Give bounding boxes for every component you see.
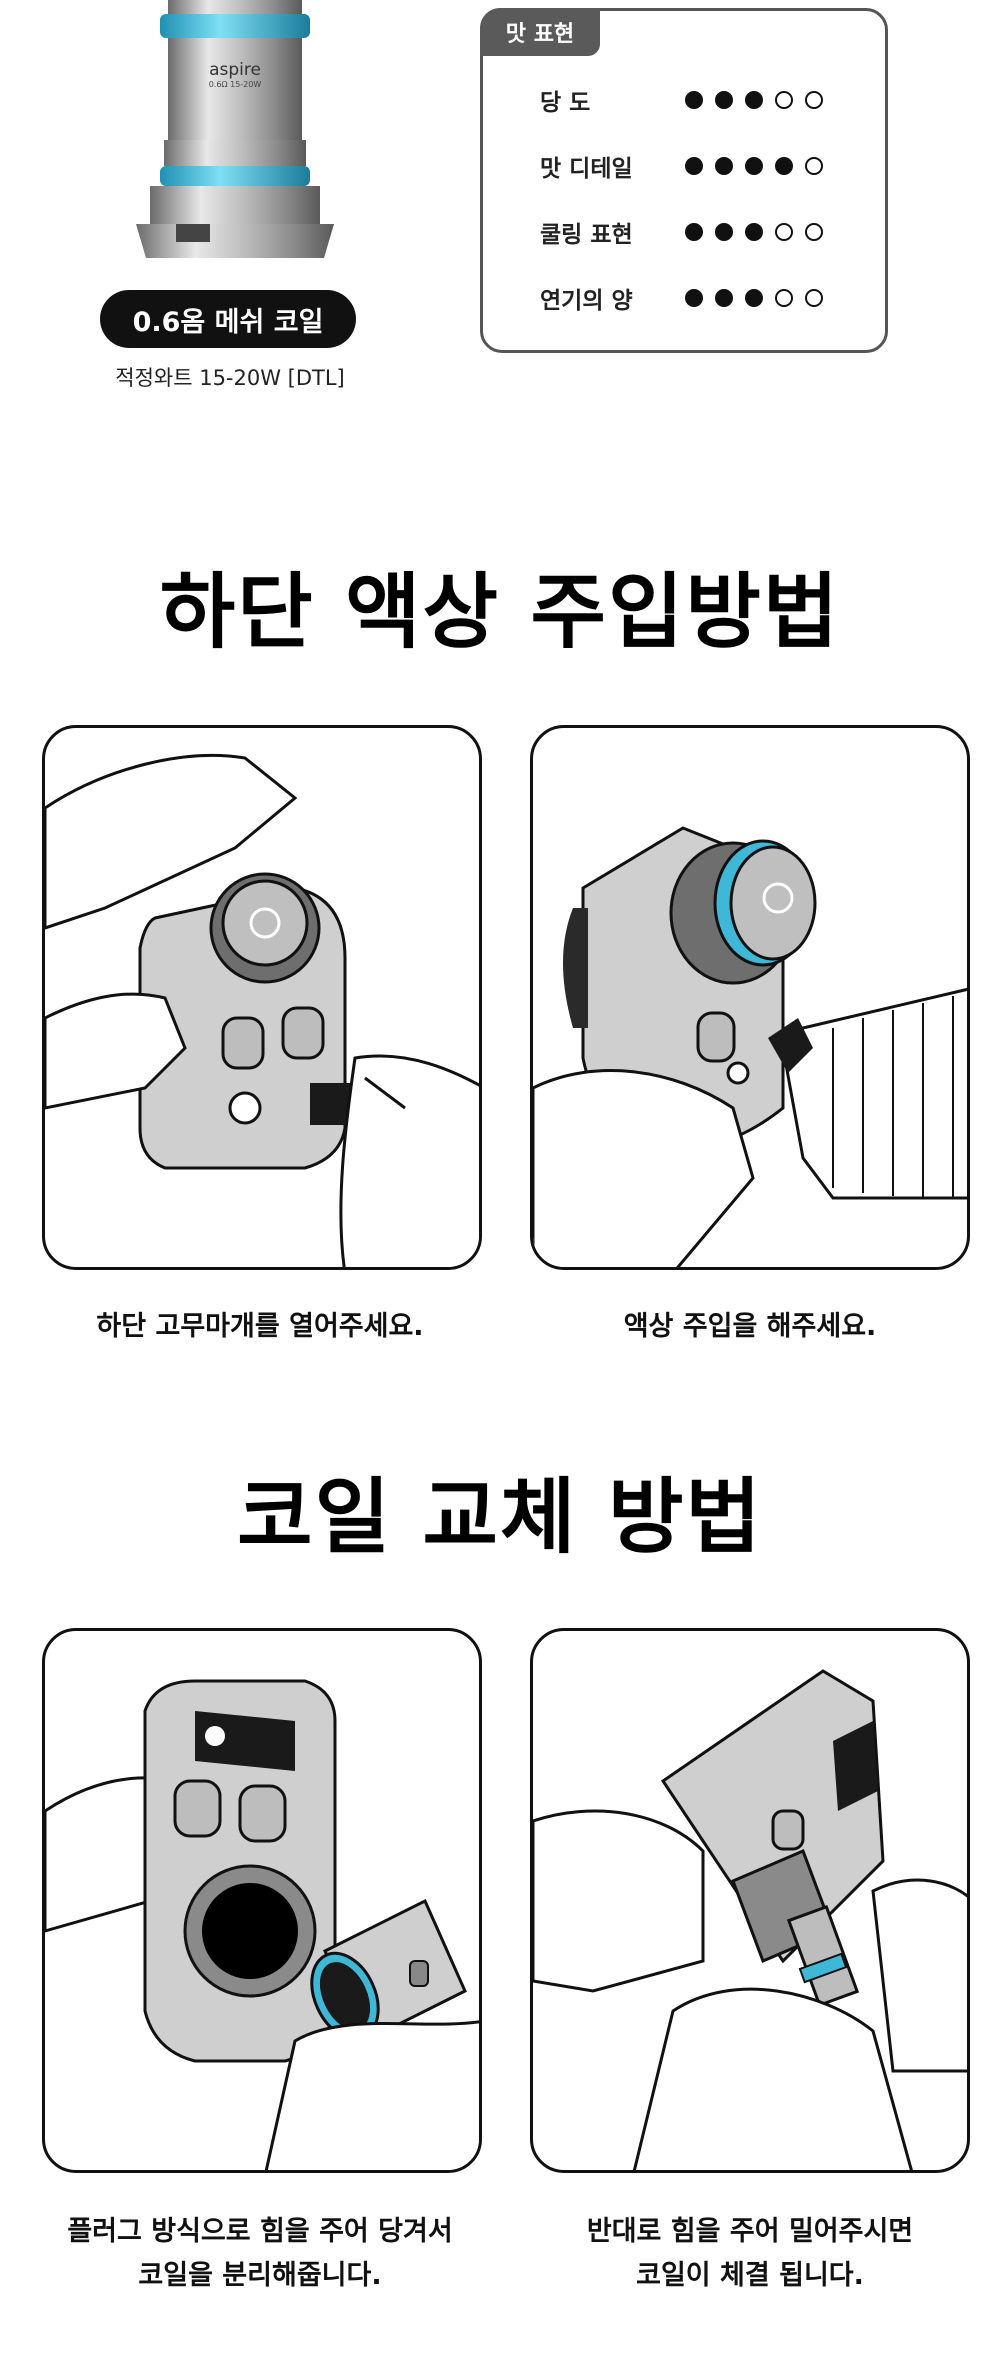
rating-dot-filled xyxy=(745,223,763,241)
rating-dot-filled xyxy=(745,157,763,175)
coil-brand: aspire xyxy=(209,60,261,80)
rating-dot-filled xyxy=(685,223,703,241)
rating-dot-filled xyxy=(685,289,703,307)
rating-dots xyxy=(685,91,823,109)
taste-label: 맛 디테일 xyxy=(540,156,633,182)
rating-dot-filled xyxy=(745,91,763,109)
rating-dot-filled xyxy=(715,223,733,241)
taste-label: 당 도 xyxy=(540,90,591,116)
fill-section-title: 하단 액상 주입방법 xyxy=(159,565,841,660)
coil-wattage: 적정와트 15-20W [DTL] xyxy=(115,366,345,390)
coil-step1-caption: 플러그 방식으로 힘을 주어 당겨서 코일을 분리해줍니다. xyxy=(10,2210,510,2298)
taste-box xyxy=(480,8,888,353)
coil-spec: 0.6Ω 15-20W xyxy=(208,80,262,89)
coil-section-title: 코일 교체 방법 xyxy=(237,1470,763,1565)
fill-step2-caption: 액상 주입을 해주세요. xyxy=(623,1311,877,1342)
coil-badge: 0.6옴 메쉬 코일 xyxy=(100,290,356,348)
rating-dots xyxy=(685,289,823,307)
rating-dot-filled xyxy=(685,91,703,109)
rating-dot-filled xyxy=(715,91,733,109)
rating-dot-empty xyxy=(775,289,793,307)
taste-row-vapor: 연기의 양 xyxy=(540,278,860,318)
rating-dots xyxy=(685,157,823,175)
rating-dot-filled xyxy=(715,157,733,175)
taste-label: 쿨링 표현 xyxy=(540,222,633,248)
taste-tab: 맛 표현 xyxy=(480,8,600,56)
rating-dot-empty xyxy=(805,91,823,109)
coil-step2-caption: 반대로 힘을 주어 밀어주시면 코일이 체결 됩니다. xyxy=(500,2210,1000,2298)
rating-dot-filled xyxy=(745,289,763,307)
rating-dot-empty xyxy=(805,157,823,175)
coil-step1-caption-line1: 플러그 방식으로 힘을 주어 당겨서 xyxy=(67,2216,453,2247)
taste-row-sweetness: 당 도 xyxy=(540,80,860,120)
fill-step1-illustration xyxy=(42,725,482,1270)
rating-dot-empty xyxy=(805,223,823,241)
coil-image xyxy=(120,0,350,270)
rating-dot-empty xyxy=(775,223,793,241)
coil-step1-caption-line2: 코일을 분리해줍니다. xyxy=(138,2260,382,2291)
rating-dot-filled xyxy=(685,157,703,175)
coil-step1-illustration xyxy=(42,1628,482,2173)
coil-step2-caption-line1: 반대로 힘을 주어 밀어주시면 xyxy=(586,2216,914,2247)
rating-dots xyxy=(685,223,823,241)
rating-dot-filled xyxy=(715,289,733,307)
coil-step2-illustration xyxy=(530,1628,970,2173)
taste-row-cooling: 쿨링 표현 xyxy=(540,212,860,252)
fill-step1-caption: 하단 고무마개를 열어주세요. xyxy=(96,1311,424,1342)
rating-dot-filled xyxy=(775,157,793,175)
coil-step2-caption-line2: 코일이 체결 됩니다. xyxy=(636,2260,864,2291)
taste-row-detail: 맛 디테일 xyxy=(540,146,860,186)
fill-step2-illustration xyxy=(530,725,970,1270)
rating-dot-empty xyxy=(775,91,793,109)
taste-label: 연기의 양 xyxy=(540,288,633,314)
rating-dot-empty xyxy=(805,289,823,307)
